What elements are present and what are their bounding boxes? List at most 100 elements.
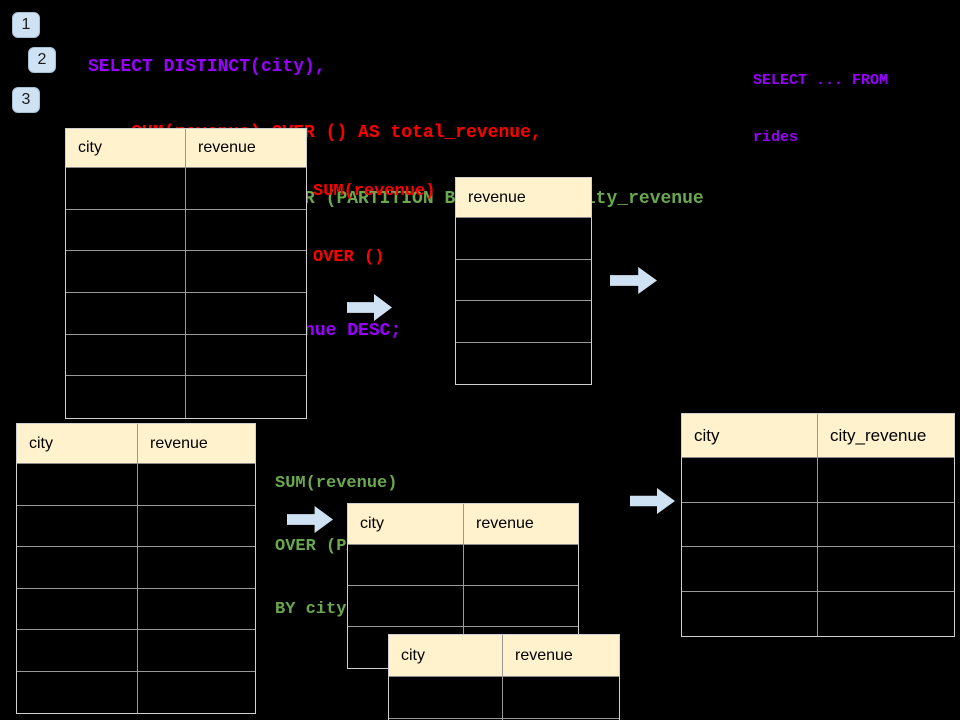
empty-cell [66, 293, 186, 335]
table-row [66, 168, 306, 210]
column-header-revenue: revenue [186, 129, 306, 168]
table-row [17, 464, 255, 506]
column-header-city_revenue: city_revenue [818, 414, 954, 458]
empty-cell [818, 591, 954, 636]
table-row [17, 630, 255, 672]
empty-cell [138, 630, 255, 672]
empty-cell [456, 218, 591, 260]
over-total-line-2: OVER () [313, 248, 385, 267]
empty-cell [138, 464, 255, 506]
column-header-city: city [682, 414, 818, 458]
empty-cell [66, 376, 186, 419]
column-header-city: city [66, 129, 186, 168]
empty-cell [503, 677, 619, 719]
step-badge-2: 2 [28, 47, 56, 73]
empty-cell [456, 301, 591, 343]
empty-cell [138, 588, 255, 630]
empty-cell [464, 545, 578, 586]
empty-cell [17, 547, 138, 589]
note-line-1: SELECT ... FROM [753, 72, 889, 89]
column-header-city: city [17, 424, 138, 464]
empty-cell [682, 458, 818, 503]
empty-cell [186, 334, 306, 377]
column-header-revenue: revenue [464, 504, 578, 545]
table-row [66, 209, 306, 252]
column-header-city: city [348, 504, 464, 545]
table-row [682, 591, 954, 636]
empty-cell [66, 209, 186, 252]
empty-cell [17, 588, 138, 630]
empty-cell [186, 168, 306, 210]
empty-cell [138, 671, 255, 713]
table-row [17, 547, 255, 589]
empty-cell [389, 677, 503, 719]
empty-cell [17, 630, 138, 672]
note-line-2: rides [753, 129, 799, 146]
column-header-revenue: revenue [138, 424, 255, 464]
empty-cell [682, 547, 818, 592]
empty-cell [186, 376, 306, 419]
step-badge-3: 3 [12, 87, 40, 113]
table-row [66, 251, 306, 294]
table-row [348, 586, 578, 627]
empty-cell [456, 259, 591, 301]
column-header-revenue: revenue [503, 635, 619, 677]
empty-cell [66, 334, 186, 377]
table-row [456, 342, 591, 384]
table-row [348, 545, 578, 586]
empty-cell [818, 458, 954, 503]
table-row [456, 301, 591, 343]
empty-cell [186, 251, 306, 294]
empty-cell [348, 545, 464, 586]
column-header-revenue: revenue [456, 178, 591, 218]
table-row [17, 671, 255, 713]
empty-cell [138, 547, 255, 589]
empty-cell [66, 168, 186, 210]
table-row [456, 259, 591, 301]
empty-cell [186, 209, 306, 252]
empty-cell [17, 464, 138, 506]
empty-cell [348, 586, 464, 627]
empty-cell [17, 671, 138, 713]
table-row [17, 588, 255, 630]
select-from-rides-note: SELECT ... FROM rides [753, 33, 888, 185]
step-badge-1: 1 [12, 12, 40, 38]
table-total-revenue-result: revenue [455, 177, 592, 385]
empty-cell [186, 293, 306, 335]
empty-cell [682, 502, 818, 547]
empty-cell [17, 505, 138, 547]
empty-cell [464, 586, 578, 627]
table-row [66, 376, 306, 419]
table-row [17, 505, 255, 547]
table-header-row: revenue [456, 178, 591, 218]
table-row [66, 293, 306, 335]
column-header-city: city [389, 635, 503, 677]
empty-cell [818, 502, 954, 547]
over-total-label: SUM(revenue) OVER () [313, 137, 435, 313]
table-row [389, 677, 619, 719]
table-row [66, 334, 306, 377]
empty-cell [818, 547, 954, 592]
table-row [682, 547, 954, 592]
sql-line-select: SELECT DISTINCT(city), [88, 57, 326, 77]
over-partition-line-1: SUM(revenue) [275, 474, 398, 493]
empty-cell [682, 591, 818, 636]
empty-cell [456, 342, 591, 384]
arrow-right-icon [630, 488, 675, 514]
empty-cell [138, 505, 255, 547]
table-row [456, 218, 591, 260]
over-total-line-1: SUM(revenue) [313, 182, 436, 201]
over-partition-line-3: BY city) [275, 600, 357, 619]
table-row [682, 458, 954, 503]
empty-cell [66, 251, 186, 294]
